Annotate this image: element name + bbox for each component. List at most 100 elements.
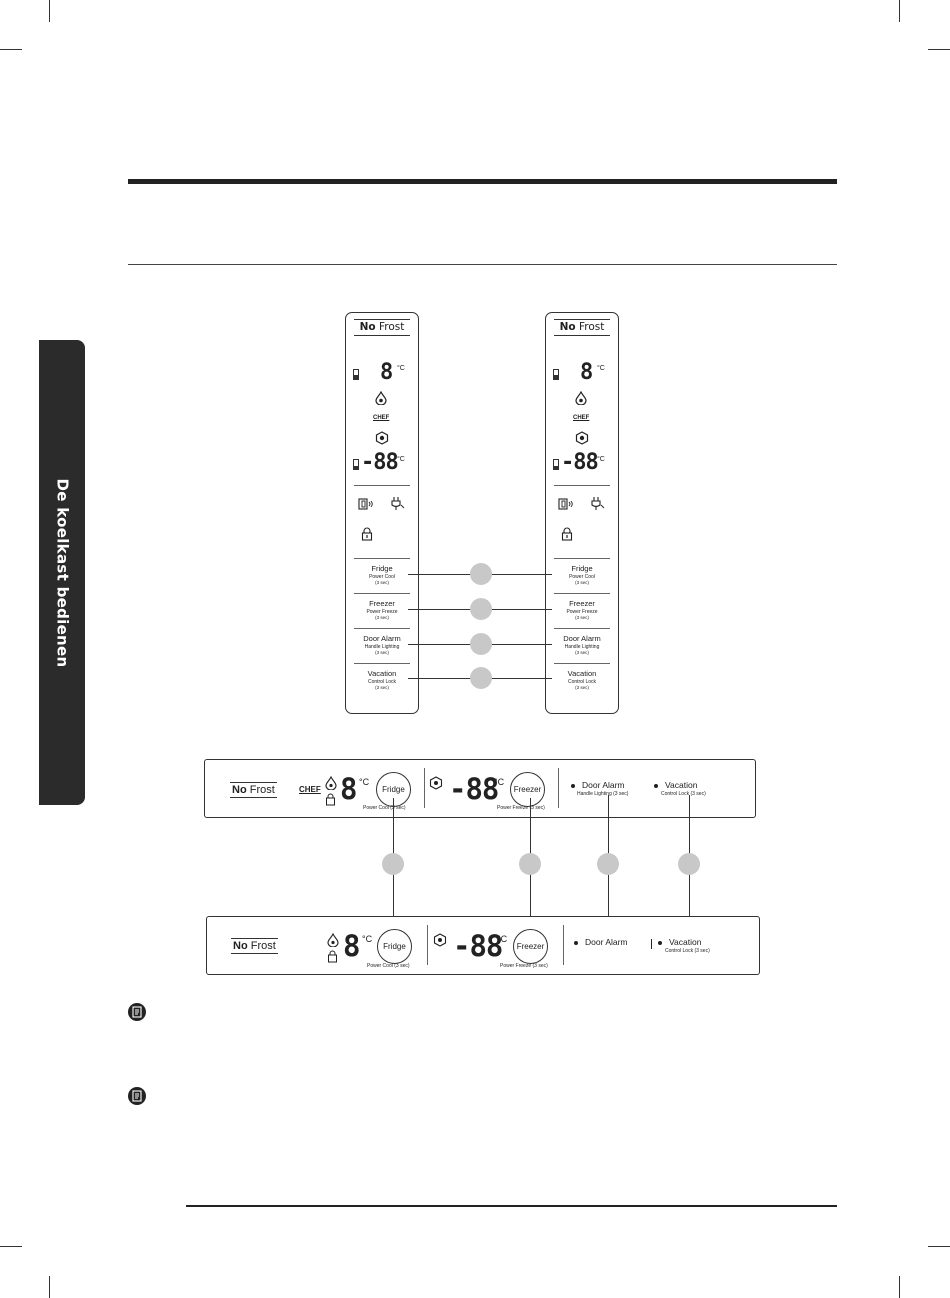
lock-icon: [361, 527, 373, 541]
section-side-tab-label: De koelkast bedienen: [53, 478, 72, 667]
fridge-unit: °C: [359, 777, 370, 787]
chef-label: CHEF: [373, 415, 390, 421]
crop-mark: [0, 1246, 22, 1247]
section-side-tab: De koelkast bedienen: [39, 340, 85, 805]
freezer-button[interactable]: Freezer Power Freeze (3 sec): [566, 599, 598, 620]
control-panel-vertical-right: No Frost 8 °C CHEF -88 °C Fridge Power C…: [545, 312, 619, 714]
fridge-temp-display: 8: [380, 360, 393, 385]
control-panel-horizontal-1: No Frost CHEF 8 °C Fridge Power Cool (3 …: [204, 759, 756, 818]
fridge-button[interactable]: Fridge Power Cool (3 sec): [369, 564, 395, 585]
freezer-level-icon: [353, 459, 359, 470]
door-alarm-icon: [358, 498, 373, 510]
indicator-dot: [571, 783, 575, 788]
callout-circle: [382, 853, 404, 875]
water-drop-icon: [325, 776, 337, 790]
fridge-temp-display: 8: [343, 929, 360, 963]
door-alarm-button[interactable]: Door Alarm Handle Lighting (3 sec): [363, 634, 401, 655]
freeze-icon: [429, 776, 443, 790]
divider: [554, 628, 610, 629]
freezer-temp-display: -88: [449, 772, 499, 806]
callout-circle: [470, 633, 492, 655]
callout-circle: [678, 853, 700, 875]
control-panel-vertical-left: No Frost 8 °C CHEF -88 °C Fridge Power C…: [345, 312, 419, 714]
freezer-temp-display: -88: [561, 450, 599, 475]
divider: [427, 925, 428, 965]
crop-mark: [0, 49, 22, 50]
chef-label: CHEF: [299, 785, 321, 794]
crop-mark: [928, 1246, 950, 1247]
freeze-icon: [433, 933, 447, 947]
fridge-temp-display: 8: [580, 360, 593, 385]
freezer-unit: °C: [497, 934, 508, 944]
water-drop-icon: [375, 391, 387, 405]
handle-lighting-icon: [391, 497, 405, 510]
water-drop-icon: [575, 391, 587, 405]
water-drop-icon: [327, 933, 339, 947]
divider: [554, 558, 610, 559]
indicator-dot: [574, 940, 578, 945]
footer-rule: [186, 1205, 837, 1207]
note-icon: [128, 1003, 146, 1021]
fridge-unit: °C: [362, 934, 373, 944]
freezer-button[interactable]: Freezer Power Freeze (3 sec): [366, 599, 398, 620]
control-panel-horizontal-2: No Frost 8 °C Fridge Power Cool (3 sec) …: [206, 916, 760, 975]
chef-label: CHEF: [573, 415, 590, 421]
fridge-button[interactable]: Fridge Power Cool (3 sec): [569, 564, 595, 585]
lock-icon: [326, 793, 335, 806]
freezer-unit: °C: [597, 456, 605, 463]
freezer-unit: °C: [397, 456, 405, 463]
divider: [424, 768, 425, 808]
freezer-unit: °C: [494, 777, 505, 787]
fridge-button[interactable]: Fridge: [377, 929, 412, 964]
freeze-icon: [375, 431, 389, 445]
crop-mark: [899, 1276, 900, 1298]
crop-mark: [49, 1276, 50, 1298]
callout-circle: [597, 853, 619, 875]
fridge-unit: °C: [397, 365, 405, 372]
callout-circle: [470, 598, 492, 620]
fridge-sub-label: Power Cool (3 sec): [363, 805, 406, 811]
divider: [354, 558, 410, 559]
fridge-level-icon: [553, 369, 559, 380]
door-alarm-button[interactable]: Door Alarm: [574, 937, 628, 947]
vacation-sub-label: Control Lock (3 sec): [661, 791, 706, 797]
lock-icon: [328, 950, 337, 963]
freezer-sub-label: Power Freeze (3 sec): [500, 963, 548, 969]
subheading-rule: [128, 264, 837, 265]
door-alarm-sub-label: Handle Lighting (3 sec): [577, 791, 629, 797]
freezer-button[interactable]: Freezer: [510, 772, 545, 807]
divider: [354, 663, 410, 664]
vacation-button[interactable]: Vacation: [654, 780, 697, 790]
freezer-temp-display: -88: [361, 450, 399, 475]
fridge-unit: °C: [597, 365, 605, 372]
callout-circle: [470, 667, 492, 689]
divider: [354, 485, 410, 486]
divider: [554, 485, 610, 486]
door-alarm-button[interactable]: Door Alarm: [571, 780, 625, 790]
no-frost-logo: No Frost: [554, 319, 610, 336]
heading-rule: [128, 179, 837, 184]
freezer-level-icon: [553, 459, 559, 470]
fridge-level-icon: [353, 369, 359, 380]
no-frost-logo: No Frost: [231, 938, 278, 954]
handle-lighting-icon: [591, 497, 605, 510]
divider: [651, 939, 652, 949]
no-frost-logo: No Frost: [230, 782, 277, 798]
freeze-icon: [575, 431, 589, 445]
vacation-button[interactable]: Vacation Control Lock (3 sec): [367, 669, 397, 690]
divider: [554, 593, 610, 594]
vacation-button[interactable]: Vacation Control Lock (3 sec): [567, 669, 597, 690]
divider: [558, 768, 559, 808]
freezer-sub-label: Power Freeze (3 sec): [497, 805, 545, 811]
no-frost-logo: No Frost: [354, 319, 410, 336]
indicator-dot: [654, 783, 658, 788]
divider: [354, 593, 410, 594]
freezer-temp-display: -88: [453, 929, 503, 963]
vacation-sub-label: Control Lock (3 sec): [665, 948, 710, 954]
fridge-temp-display: 8: [340, 772, 357, 806]
door-alarm-button[interactable]: Door Alarm Handle Lighting (3 sec): [563, 634, 601, 655]
divider: [354, 628, 410, 629]
freezer-button[interactable]: Freezer: [513, 929, 548, 964]
vacation-button[interactable]: Vacation: [658, 937, 701, 947]
divider: [554, 663, 610, 664]
